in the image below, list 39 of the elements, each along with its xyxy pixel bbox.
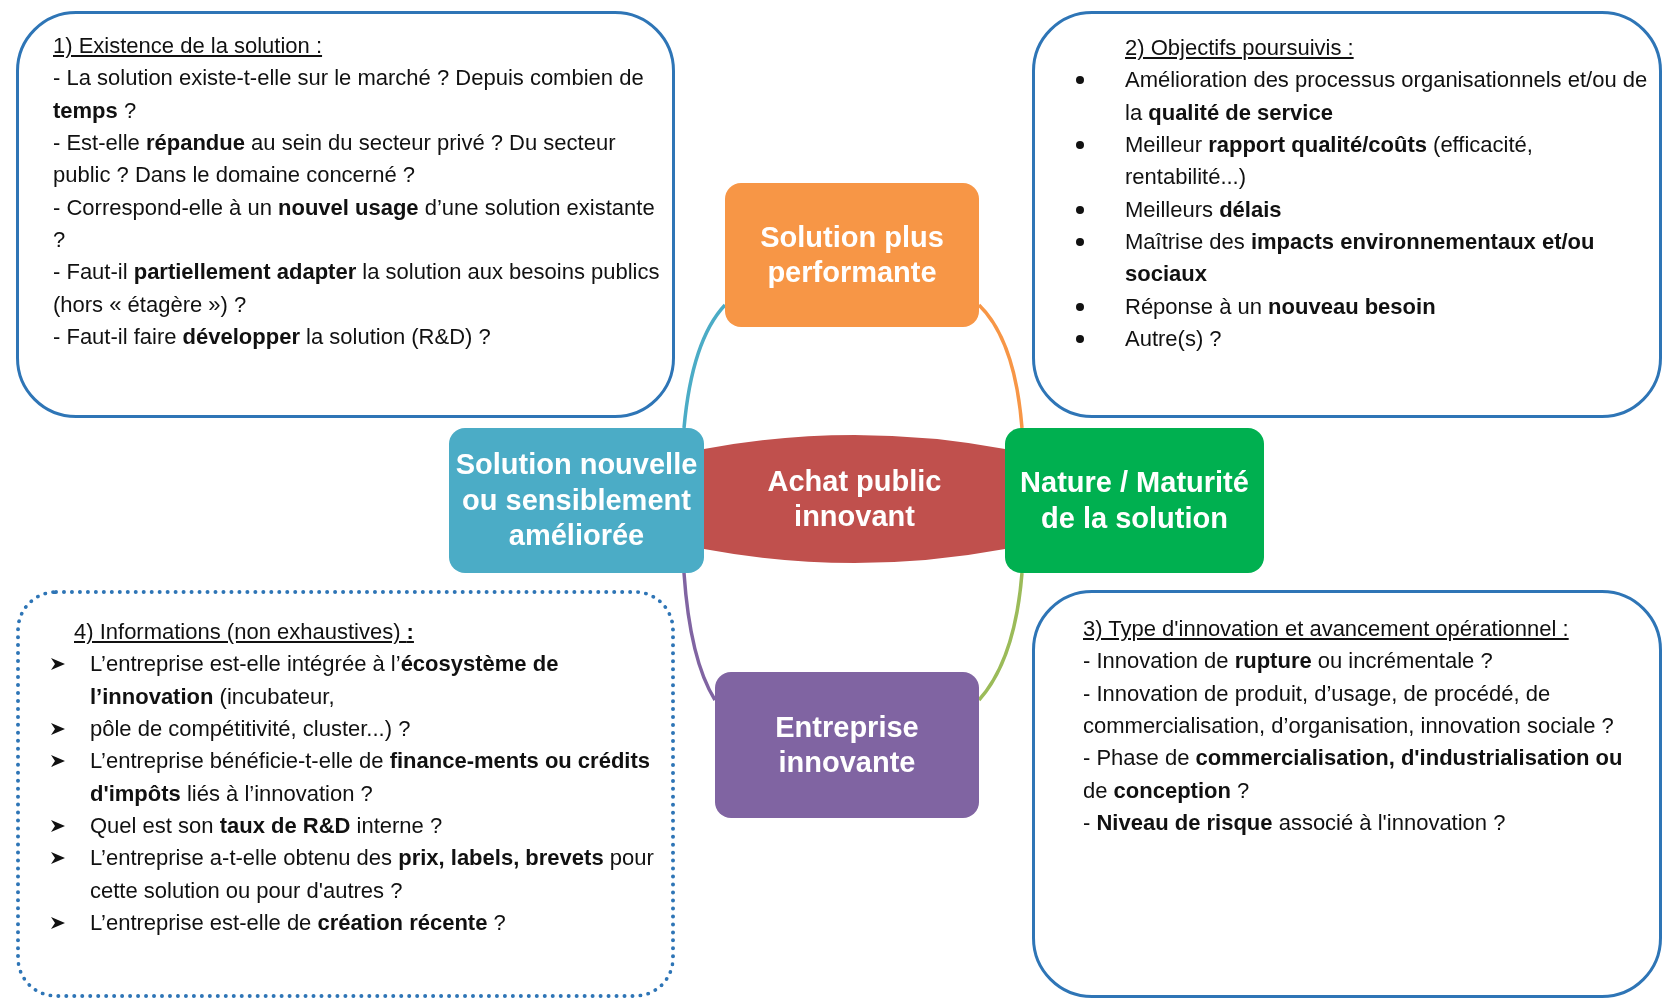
topic-box <box>715 672 979 818</box>
connector-line <box>682 303 727 429</box>
panel-heading: 2) Objectifs poursuivis : <box>1125 34 1355 62</box>
central-label: Achat public innovant <box>766 463 943 534</box>
question-text: L’entreprise bénéficie-t-elle de finance-ments ou crédits d'impôts liés à l’innovation ? <box>90 745 655 810</box>
panel-heading: 1) Existence de la solution : <box>53 32 324 60</box>
connector-line <box>977 572 1024 702</box>
panel-heading: 4) Informations (non exhaustives) : <box>74 618 415 646</box>
topic-box <box>1005 428 1264 573</box>
topic-box <box>725 183 979 327</box>
topic-label: Entreprise innovante <box>774 709 920 780</box>
question-text: - Est-elle répandue au sein du secteur privé ? Du secteur public ? Dans le domaine concerné ? <box>53 129 617 190</box>
question-text: L’entreprise a-t-elle obtenu des prix, labels, brevets pour cette solution ou pour d'autres ? <box>90 842 655 907</box>
topic-box <box>449 428 704 573</box>
topic-label: Solution nouvelle ou sensiblement améliorée <box>454 447 699 554</box>
question-text: - Innovation de rupture ou incrémentale ? <box>1083 647 1494 676</box>
connector-line <box>977 303 1024 429</box>
question-text: - Correspond-elle à un nouvel usage d’une solution existante ? <box>53 193 656 254</box>
question-text: Meilleurs délais <box>1125 193 1650 226</box>
topic-label: Nature / Maturité de la solution <box>1019 465 1250 536</box>
question-text: Autre(s) ? <box>1125 322 1650 356</box>
question-text: - Faut-il faire développer la solution (R&D) ? <box>53 322 492 351</box>
panel-heading: 3) Type d'innovation et avancement opérationnel : <box>1083 615 1570 643</box>
question-text: Quel est son taux de R&D interne ? <box>90 809 655 843</box>
question-panel <box>1032 590 1662 998</box>
question-text: - Innovation de produit, d’usage, de procédé, de commercialisation, d’organisation, innovation sociale ? <box>1083 679 1615 740</box>
question-text: Meilleur rapport qualité/coûts (efficacité, rentabilité...) <box>1125 129 1650 194</box>
question-text: Réponse à un nouveau besoin <box>1125 290 1650 323</box>
question-text: - Phase de commercialisation, d'industrialisation ou de conception ? <box>1083 744 1624 805</box>
question-text: L’entreprise est-elle de création récente ? <box>90 906 655 940</box>
question-text: - La solution existe-t-elle sur le marché ? Depuis combien de temps ? <box>53 64 645 125</box>
question-text: pôle de compétitivité, cluster...) ? <box>90 713 655 746</box>
connector-line <box>682 572 717 701</box>
question-text: - Faut-il partiellement adapter la solution aux besoins publics (hors « étagère ») ? <box>53 258 661 319</box>
question-panel <box>16 590 675 998</box>
question-panel <box>1032 11 1662 418</box>
question-text: - Niveau de risque associé à l'innovation ? <box>1083 808 1507 837</box>
question-panel <box>16 11 675 418</box>
topic-label: Solution plus performante <box>759 219 945 290</box>
